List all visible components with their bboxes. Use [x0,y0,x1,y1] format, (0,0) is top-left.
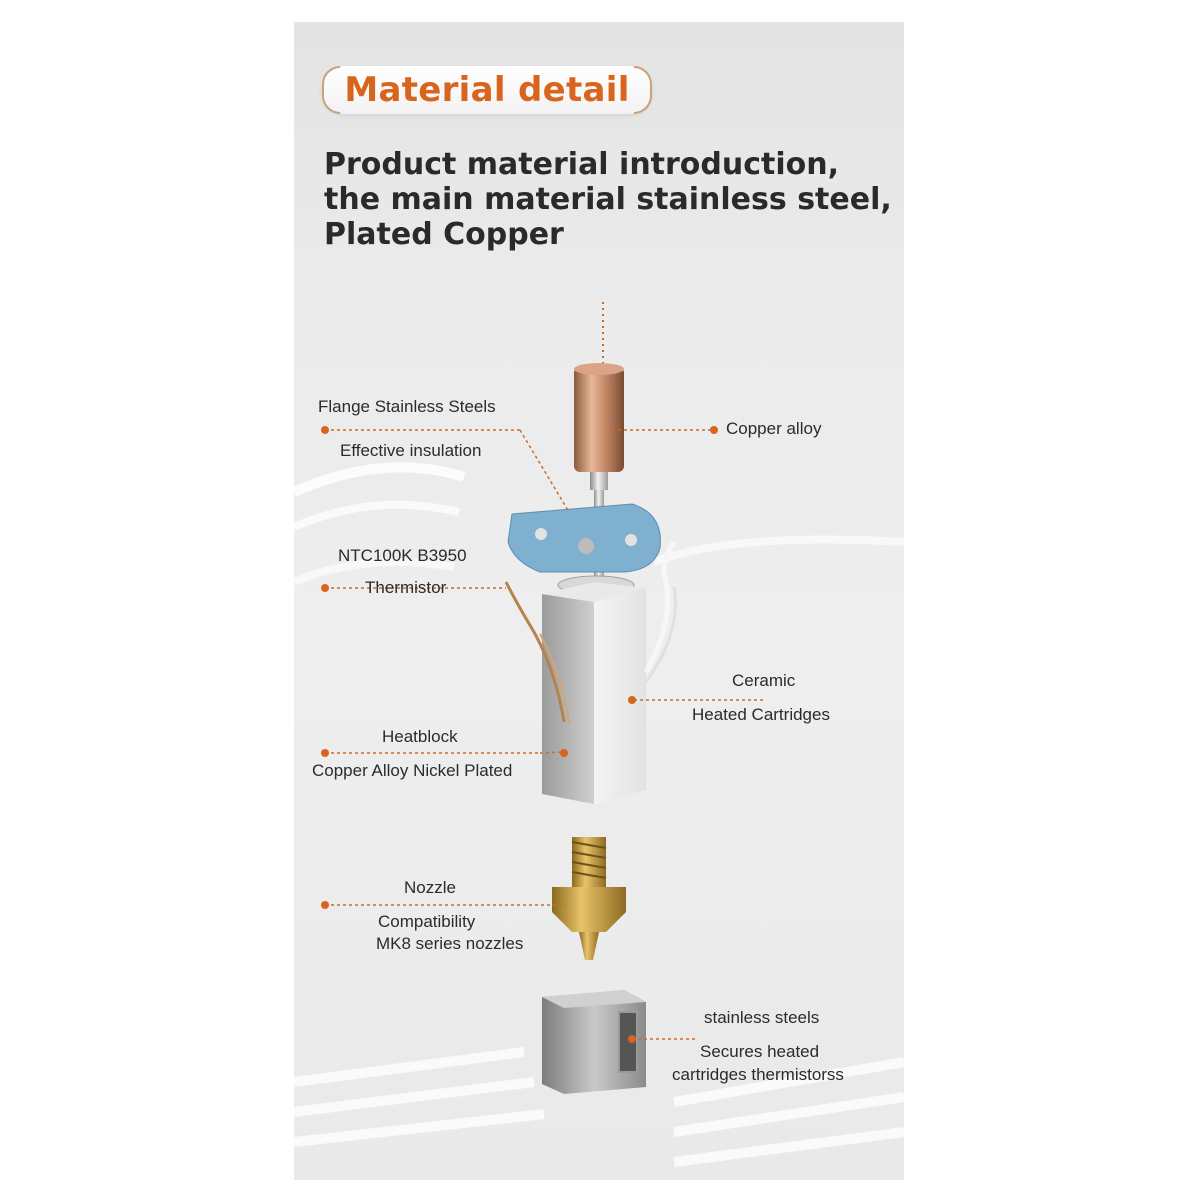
flange-label: Flange Stainless Steels [318,397,496,416]
flange-desc: Effective insulation [340,441,482,460]
section-badge: Material detail [322,66,652,114]
sock-desc-1: Secures heated [700,1042,820,1061]
leader-lines [325,429,764,1040]
headline-line-1: Product material introduction, [324,147,840,182]
sock-desc-2: cartridges thermistorss [672,1065,844,1084]
hotend-diagram [321,302,764,1094]
background-stripes [294,462,904,1167]
product-detail-panel: Material detail Product material introdu… [294,22,904,1180]
heatblock-label: Heatblock [382,727,458,746]
nozzle-desc-2: MK8 series nozzles [376,934,524,953]
flange-part [507,503,661,573]
heatblock-desc: Copper Alloy Nickel Plated [312,761,513,780]
thermistor-desc: Thermistor [365,578,447,597]
cartridge-wires [643,540,677,674]
ceramic-label: Ceramic [732,671,796,690]
copper-alloy-label: Copper alloy [726,419,822,438]
copper-heatbreak-part [574,363,624,490]
heatblock-part [542,582,646,804]
headline-line-2: the main material stainless steel, [324,182,892,217]
headline-line-3: Plated Copper [324,217,564,252]
nozzle-desc-1: Compatibility [378,912,476,931]
thermistor-label: NTC100K B3950 [338,546,467,565]
headline: Product material introduction, the main … [324,147,892,252]
stainless-sock-part [542,990,646,1094]
leader-dots [321,426,718,1043]
sock-label: stainless steels [704,1008,820,1027]
nozzle-label: Nozzle [404,878,456,897]
ceramic-desc: Heated Cartridges [692,705,830,724]
thermistor-wire [504,581,566,723]
nozzle-part [552,837,626,960]
badge-title: Material detail [344,70,630,110]
